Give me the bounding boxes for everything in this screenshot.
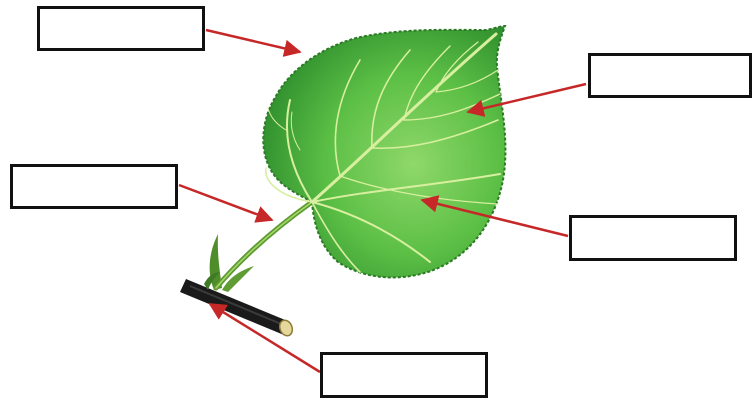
bud-scales	[204, 234, 254, 292]
label-box-top-left[interactable]	[37, 6, 205, 51]
label-box-bottom[interactable]	[320, 352, 488, 398]
label-box-top-right[interactable]	[588, 53, 752, 98]
arrow-middle-left	[179, 185, 272, 220]
label-box-middle-right[interactable]	[569, 215, 737, 261]
petiole	[216, 202, 312, 288]
leaf-blade	[263, 26, 505, 277]
twig	[180, 279, 295, 338]
arrow-top-left	[206, 30, 300, 52]
label-box-middle-left[interactable]	[10, 164, 178, 209]
